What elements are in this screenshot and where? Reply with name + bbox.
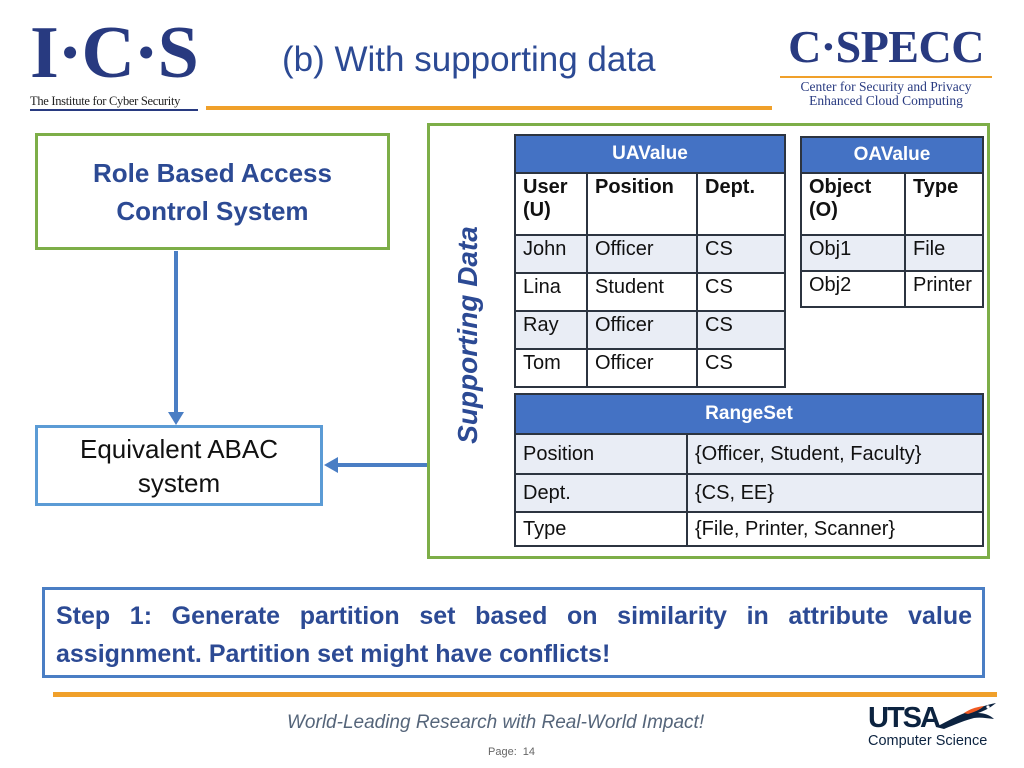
oavalue-cell: Obj1 — [800, 234, 906, 272]
table-row: Ray Officer CS — [514, 310, 786, 350]
table-row: Dept. {CS, EE} — [514, 473, 984, 513]
title-underline — [206, 106, 772, 110]
supporting-data-label: Supporting Data — [452, 226, 483, 444]
cspecc-logo-rule — [780, 76, 992, 78]
ics-logo-subtitle: The Institute for Cyber Security — [30, 94, 181, 108]
rangeset-cell: {File, Printer, Scanner} — [686, 511, 984, 547]
oavalue-header-object: Object (O) — [800, 172, 906, 236]
rangeset-caption: RangeSet — [514, 393, 984, 435]
table-row: Obj2 Printer — [800, 270, 984, 308]
cspecc-logo: C·SPECC Center for Security and Privacy … — [778, 22, 994, 114]
utsa-logo: UTSA Computer Science — [868, 703, 1003, 751]
rbac-system-box: Role Based Access Control System — [35, 133, 390, 250]
cspecc-logo-subtitle-1: Center for Security and Privacy — [800, 79, 972, 94]
uavalue-cell: Ray — [514, 310, 588, 350]
page-value: 14 — [522, 746, 535, 758]
oavalue-cell: File — [904, 234, 984, 272]
uavalue-header-user: User (U) — [514, 172, 588, 236]
uavalue-header-dept: Dept. — [696, 172, 786, 236]
slide-title: (b) With supporting data — [282, 40, 656, 79]
rbac-to-abac-arrow — [168, 251, 184, 425]
rangeset-cell: {Officer, Student, Faculty} — [686, 433, 984, 475]
rangeset-cell: Dept. — [514, 473, 688, 513]
utsa-logo-name: UTSA — [868, 702, 941, 734]
oavalue-header-type: Type — [904, 172, 984, 236]
table-row: John Officer CS — [514, 234, 786, 274]
rangeset-cell: {CS, EE} — [686, 473, 984, 513]
uavalue-cell: CS — [696, 272, 786, 312]
ics-logo-rule — [30, 109, 198, 111]
uavalue-header-position: Position — [586, 172, 698, 236]
uavalue-cell: CS — [696, 234, 786, 274]
table-row: Type {File, Printer, Scanner} — [514, 511, 984, 547]
supporting-data-to-abac-arrow — [324, 457, 427, 473]
uavalue-cell: CS — [696, 310, 786, 350]
table-row: Lina Student CS — [514, 272, 786, 312]
step-text: Step 1: Generate partition set based on … — [56, 602, 972, 668]
utsa-logo-dept: Computer Science — [868, 733, 988, 749]
footer-rule — [53, 692, 997, 697]
footer-tagline: World-Leading Research with Real-World I… — [287, 712, 705, 733]
rangeset-cell: Position — [514, 433, 688, 475]
uavalue-cell: Lina — [514, 272, 588, 312]
uavalue-table: UAValue User (U) Position Dept. John Off… — [514, 134, 786, 388]
rangeset-table: RangeSet Position {Officer, Student, Fac… — [514, 393, 984, 547]
uavalue-cell: John — [514, 234, 588, 274]
supporting-data-frame — [427, 123, 990, 559]
table-row: Tom Officer CS — [514, 348, 786, 388]
roadrunner-icon — [936, 703, 996, 729]
table-row: Position {Officer, Student, Faculty} — [514, 433, 984, 475]
rbac-system-label: Role Based Access Control System — [93, 157, 332, 226]
page-label: Page: — [488, 746, 517, 758]
uavalue-cell: CS — [696, 348, 786, 388]
step-callout-box: Step 1: Generate partition set based on … — [42, 587, 985, 678]
table-row: Obj1 File — [800, 234, 984, 272]
abac-system-label: Equivalent ABAC system — [79, 433, 278, 498]
uavalue-cell: Officer — [586, 234, 698, 274]
page-number: Page: 14 — [488, 746, 535, 758]
cspecc-logo-subtitle-2: Enhanced Cloud Computing — [809, 93, 963, 108]
oavalue-cell: Obj2 — [800, 270, 906, 308]
uavalue-cell: Officer — [586, 348, 698, 388]
abac-system-box: Equivalent ABAC system — [35, 425, 323, 506]
uavalue-cell: Officer — [586, 310, 698, 350]
oavalue-cell: Printer — [904, 270, 984, 308]
cspecc-logo-letters: C·SPECC — [788, 21, 984, 72]
oavalue-caption: OAValue — [800, 136, 984, 174]
uavalue-cell: Student — [586, 272, 698, 312]
ics-logo-letters: I·C·S — [30, 12, 199, 94]
uavalue-cell: Tom — [514, 348, 588, 388]
rangeset-cell: Type — [514, 511, 688, 547]
oavalue-table: OAValue Object (O) Type Obj1 File Obj2 P… — [800, 136, 984, 308]
ics-logo: I·C·S The Institute for Cyber Security — [30, 16, 200, 112]
uavalue-caption: UAValue — [514, 134, 786, 174]
